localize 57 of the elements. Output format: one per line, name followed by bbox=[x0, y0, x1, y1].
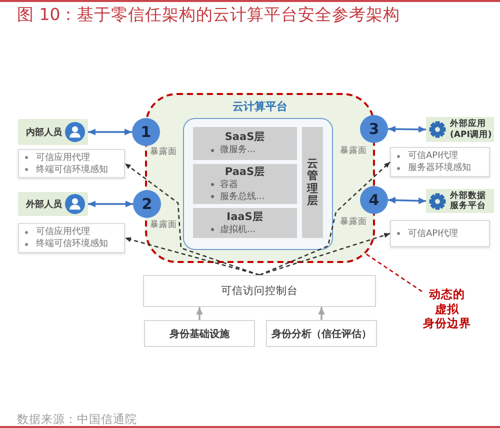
list-item-text: 服务总线... bbox=[220, 190, 265, 202]
layer-title: IaaS层 bbox=[226, 210, 264, 224]
list-item-text: 容器 bbox=[220, 178, 238, 190]
list-item-text: 微服务... bbox=[220, 144, 256, 156]
layer-block bbox=[193, 164, 297, 204]
number-circle: 4 bbox=[360, 186, 388, 214]
role-tag bbox=[18, 192, 88, 216]
list-item-text: 终端可信环境感知 bbox=[36, 238, 108, 250]
feature-list-box bbox=[390, 147, 490, 177]
side-label: 暴露面 bbox=[150, 220, 177, 231]
dashed-arrow bbox=[124, 237, 260, 276]
number-circle: 2 bbox=[133, 190, 161, 218]
figure-title: 图 10：基于零信任架构的云计算平台安全参考架构 bbox=[17, 5, 400, 25]
list-item-text: 可信应用代理 bbox=[36, 152, 90, 164]
service-label: 外部数据服务平台 bbox=[450, 190, 486, 212]
leader-line bbox=[365, 253, 422, 292]
identity-box: 身份基础设施 bbox=[144, 320, 255, 347]
double-arrow bbox=[88, 200, 133, 208]
list-item-text: 服务器环境感知 bbox=[408, 162, 471, 174]
role-label: 外部人员 bbox=[26, 198, 62, 210]
dashed-arrow bbox=[259, 162, 390, 276]
double-arrow bbox=[88, 128, 132, 136]
platform-title: 云计算平台 bbox=[232, 100, 288, 113]
list-item-text: 终端可信环境感知 bbox=[36, 164, 108, 176]
arrow bbox=[318, 307, 325, 320]
feature-list-box bbox=[18, 223, 125, 253]
double-arrow bbox=[388, 126, 426, 133]
side-label: 暴露面 bbox=[150, 147, 177, 158]
side-label: 暴露面 bbox=[340, 217, 367, 228]
annotation-text: 动态的虚拟身份边界 bbox=[422, 286, 472, 332]
arrow bbox=[196, 307, 203, 320]
list-item-text: 虚拟机... bbox=[220, 224, 256, 236]
dashed-arrow bbox=[124, 162, 260, 276]
dashed-arrow bbox=[259, 232, 390, 276]
feature-list-box bbox=[18, 149, 125, 178]
number-circle: 1 bbox=[132, 118, 160, 146]
layer-block bbox=[193, 127, 297, 160]
service-label: 外部应用(API调用) bbox=[450, 119, 492, 140]
number-circle: 3 bbox=[360, 115, 388, 143]
side-label: 暴露面 bbox=[340, 146, 367, 157]
console-box: 可信访问控制台 bbox=[143, 275, 376, 307]
role-tag bbox=[18, 119, 88, 145]
layer-title: PaaS层 bbox=[224, 166, 266, 178]
role-label: 内部人员 bbox=[26, 126, 62, 138]
layer-block bbox=[193, 208, 297, 238]
layer-title: SaaS层 bbox=[224, 131, 266, 144]
service-tag bbox=[426, 117, 494, 142]
list-item-text: 可信应用代理 bbox=[36, 226, 90, 238]
identity-box: 身份分析（信任评估） bbox=[266, 320, 377, 347]
double-arrow bbox=[388, 196, 426, 204]
list-item-text: 可信API代理 bbox=[408, 150, 458, 162]
management-column: 云管理层 bbox=[302, 127, 323, 238]
feature-list-box bbox=[390, 220, 490, 247]
stack-panel bbox=[182, 118, 332, 250]
source-note: 数据来源：中国信通院 bbox=[17, 412, 137, 426]
service-tag bbox=[426, 189, 494, 213]
list-item-text: 可信API代理 bbox=[408, 228, 458, 240]
